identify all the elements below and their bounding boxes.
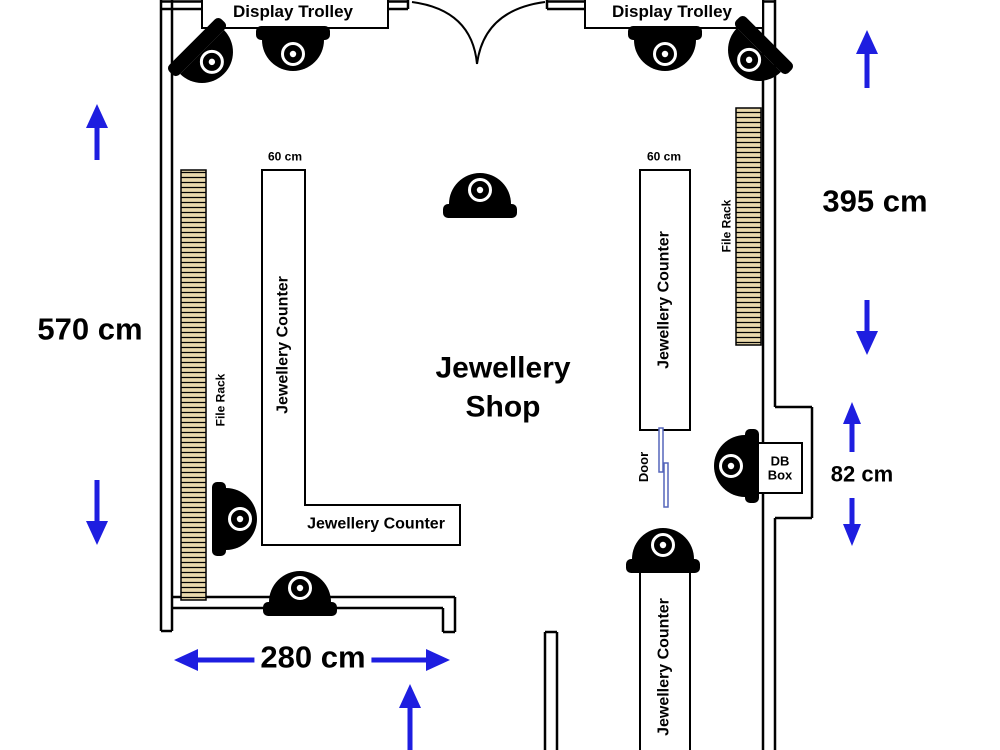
jewellery-counter-right-lower — [639, 570, 691, 750]
counter-right-lower-label: Jewellery Counter — [655, 598, 673, 736]
jewellery-counter-left-L — [261, 169, 461, 546]
counter-right-width-label: 60 cm — [646, 149, 682, 164]
counter-right-upper-label: Jewellery Counter — [655, 231, 673, 369]
cctv-camera-icon — [210, 480, 259, 558]
display-trolley-right — [584, 0, 764, 29]
dimension-395cm-label: 395 cm — [822, 183, 928, 219]
file-rack-left-label: File Rack — [213, 373, 228, 427]
counter-left-width-label: 60 cm — [267, 149, 303, 164]
dim-82-up-arrow — [843, 402, 861, 452]
dimension-82cm-label: 82 cm — [830, 461, 894, 487]
dim-395-down-arrow — [856, 300, 878, 355]
cctv-camera-icon — [624, 526, 702, 575]
counter-left-horizontal-label: Jewellery Counter — [307, 515, 445, 533]
cctv-camera-icon — [626, 24, 704, 73]
door-label: Door — [636, 451, 652, 483]
file-rack-right — [735, 107, 762, 346]
file-rack-left — [180, 169, 207, 601]
dim-395-up-arrow — [856, 30, 878, 88]
cctv-camera-icon — [254, 24, 332, 73]
display-trolley-left — [201, 0, 389, 29]
file-rack-right-label: File Rack — [719, 199, 734, 253]
dim-570-up-arrow — [86, 104, 108, 160]
shop-title-line2: Shop — [465, 390, 541, 424]
jewellery-counter-right-upper — [639, 169, 691, 431]
dimension-280cm-label: 280 cm — [254, 641, 372, 675]
entrance-double-door — [411, 1, 546, 65]
display-trolley-left-label: Display Trolley — [233, 2, 353, 22]
counter-left-vertical-label: Jewellery Counter — [274, 276, 292, 414]
shop-title-line1: Jewellery — [435, 351, 571, 385]
cctv-camera-icon — [441, 171, 519, 220]
dim-570-down-arrow — [86, 480, 108, 545]
dim-82-down-arrow — [843, 498, 861, 546]
display-trolley-right-label: Display Trolley — [612, 2, 732, 22]
side-door — [658, 427, 669, 508]
cctv-camera-icon — [261, 569, 339, 618]
cctv-camera-icon — [712, 427, 761, 505]
db-box-label: DB Box — [767, 453, 793, 482]
dimension-570cm-label: 570 cm — [37, 311, 143, 347]
entrance-up-arrow — [399, 684, 421, 750]
